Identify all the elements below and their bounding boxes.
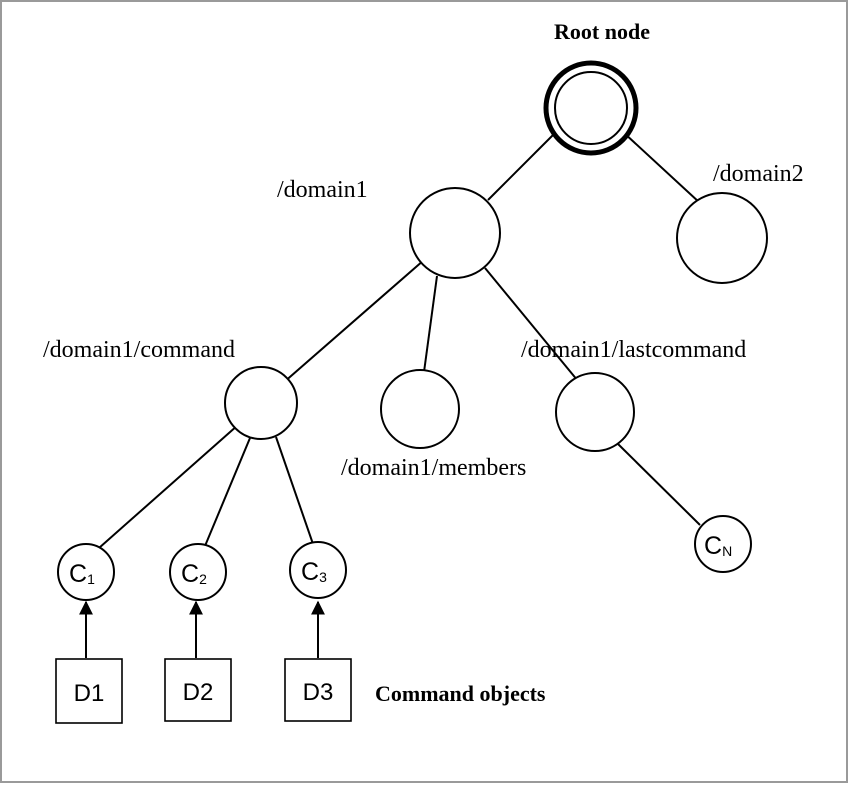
- edge-domain1-command: [282, 259, 425, 384]
- command-object-node-c1: [57, 543, 115, 601]
- edge-domain1-lastcommand: [484, 267, 579, 382]
- data-object-d2-box: [164, 658, 232, 722]
- edge-root-domain2: [622, 131, 701, 204]
- domain1-label: /domain1: [277, 177, 368, 203]
- root-node-label: Root node: [554, 19, 650, 44]
- d3-label: D3: [303, 679, 334, 706]
- command-path-label: /domain1/command: [43, 337, 235, 363]
- edge-command-c2: [204, 437, 251, 547]
- members-node: [380, 369, 460, 449]
- edge-root-domain1: [487, 129, 559, 201]
- d1-label: D1: [74, 680, 105, 707]
- lastcommand-node: [555, 372, 635, 452]
- cn-label: CN: [704, 532, 732, 560]
- lastcommand-path-label: /domain1/lastcommand: [521, 337, 746, 363]
- d2-label: D2: [183, 679, 214, 706]
- command-object-node-cn: [694, 515, 752, 573]
- data-object-d3-box: [284, 658, 352, 722]
- command-node: [224, 366, 298, 440]
- command-objects-label: Command objects: [375, 681, 546, 706]
- domain2-node: [676, 192, 768, 284]
- c1-label: C1: [69, 560, 95, 588]
- data-object-d1-box: [55, 658, 123, 724]
- command-object-node-c2: [169, 543, 227, 601]
- c3-label: C3: [301, 558, 327, 586]
- domain1-node: [409, 187, 501, 279]
- edge-command-c3: [275, 436, 314, 545]
- root-node: [543, 60, 639, 156]
- domain2-label: /domain2: [713, 161, 804, 187]
- edge-domain1-members: [423, 275, 438, 373]
- members-path-label: /domain1/members: [341, 455, 526, 481]
- command-object-node-c3: [289, 541, 347, 599]
- c2-label: C2: [181, 560, 207, 588]
- edge-lastcommand-cn: [616, 442, 701, 526]
- edge-command-c1: [98, 424, 239, 549]
